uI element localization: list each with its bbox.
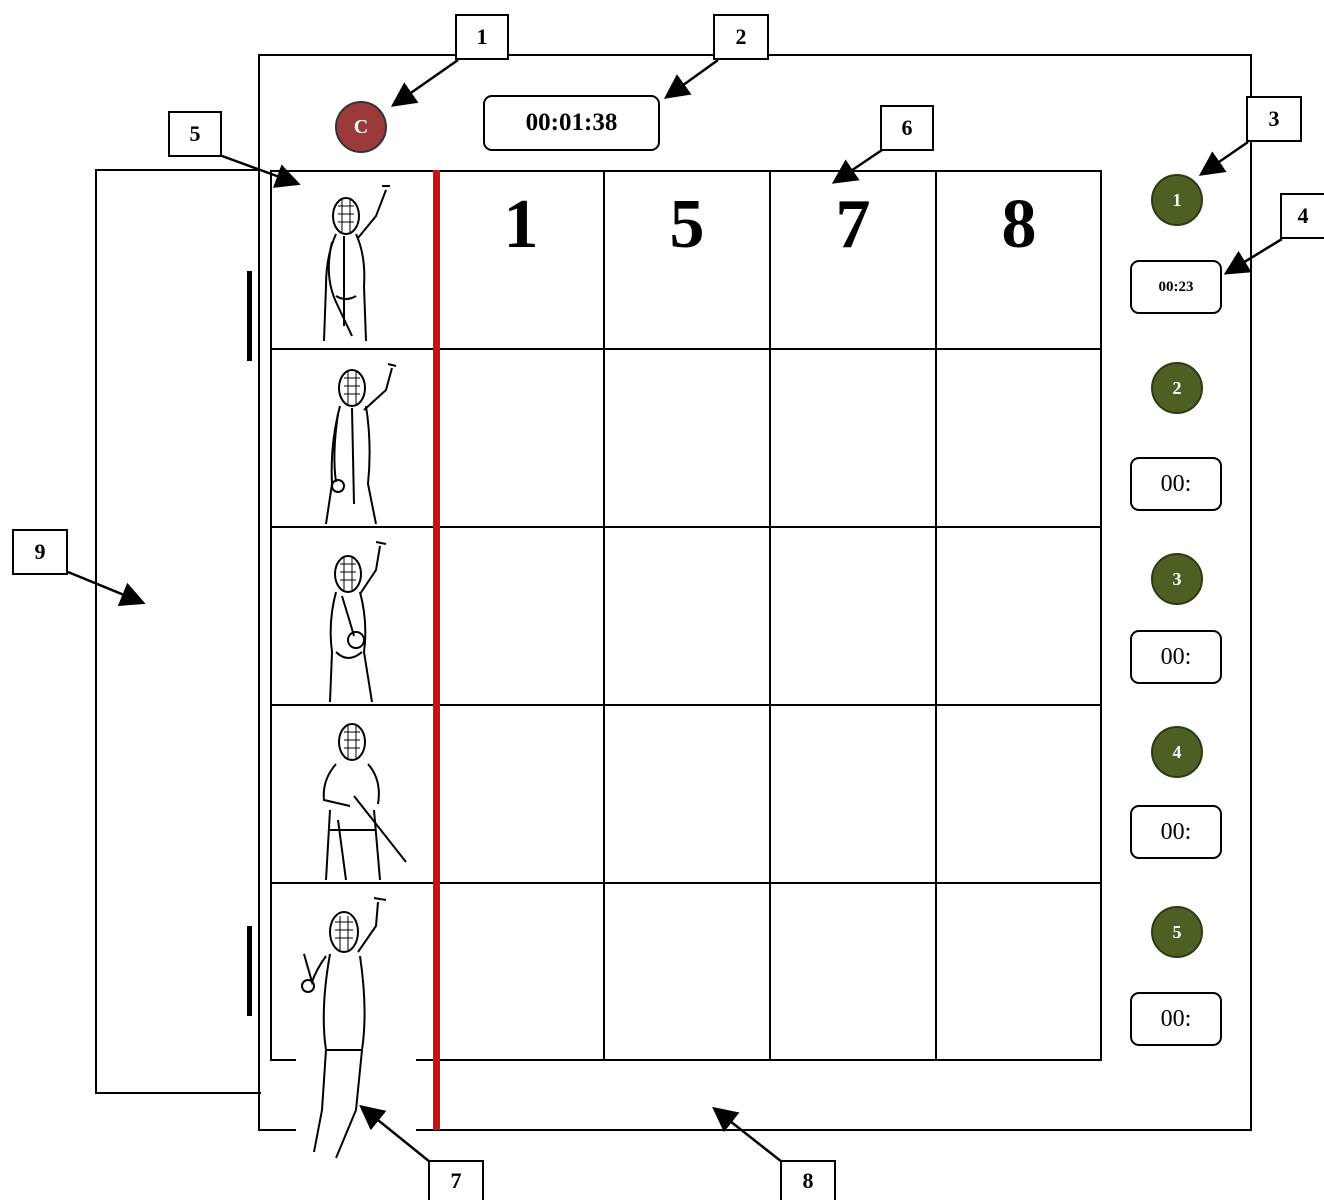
stage-time-4: 00: — [1130, 805, 1222, 859]
callout-label-4: 4 — [1280, 193, 1324, 239]
grid-number-1[interactable]: 1 — [438, 172, 604, 278]
stage-time-1: 00:23 — [1130, 260, 1222, 314]
stage-button-3[interactable]: 3 — [1151, 553, 1203, 605]
callout-label-9: 9 — [12, 529, 68, 575]
total-timer: 00:01:38 — [483, 95, 660, 151]
fencer-pose-icon-1[interactable] — [296, 176, 426, 346]
stage-time-3: 00: — [1130, 630, 1222, 684]
stage-button-5[interactable]: 5 — [1151, 906, 1203, 958]
grid-number-2[interactable]: 5 — [604, 172, 770, 278]
fencer-pose-icon-3[interactable] — [296, 532, 426, 702]
callout-label-2: 2 — [713, 14, 769, 60]
side-drawer-panel[interactable] — [95, 169, 261, 1094]
callout-label-7: 7 — [428, 1160, 484, 1200]
stage-button-2[interactable]: 2 — [1151, 362, 1203, 414]
callout-label-1: 1 — [455, 14, 509, 60]
stage-button-4[interactable]: 4 — [1151, 726, 1203, 778]
grid-number-4[interactable]: 8 — [936, 172, 1102, 278]
reset-button[interactable]: C — [335, 101, 387, 153]
callout-label-3: 3 — [1246, 96, 1302, 142]
drawer-handle-top[interactable] — [247, 271, 252, 361]
stage-time-5: 00: — [1130, 992, 1222, 1046]
fencer-pose-icon-5[interactable] — [296, 890, 416, 1165]
stage-button-1[interactable]: 1 — [1151, 174, 1203, 226]
stage-time-2: 00: — [1130, 457, 1222, 511]
callout-label-6: 6 — [880, 105, 934, 151]
grid-number-3[interactable]: 7 — [770, 172, 936, 278]
callout-label-5: 5 — [168, 111, 222, 157]
callout-label-8: 8 — [780, 1160, 836, 1200]
drawer-handle-bottom[interactable] — [247, 926, 252, 1016]
red-divider-line — [433, 170, 440, 1130]
fencer-pose-icon-4[interactable] — [296, 710, 426, 880]
fencer-pose-icon-2[interactable] — [296, 354, 426, 524]
